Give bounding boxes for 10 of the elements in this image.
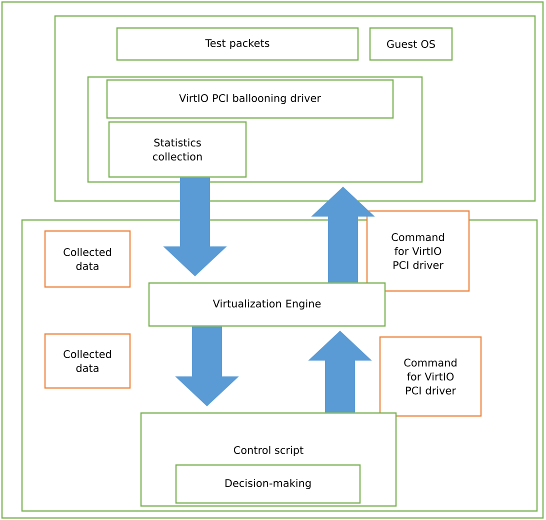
- note-box: Command for VirtIO PCI driver: [379, 336, 482, 417]
- process-box: Decision-making: [175, 464, 361, 504]
- process-box: Virtualization Engine: [148, 282, 386, 327]
- note-box: Collected data: [44, 333, 131, 389]
- note-box: Collected data: [44, 230, 131, 288]
- note-box: Command for VirtIO PCI driver: [366, 210, 470, 292]
- process-box: Statistics collection: [108, 121, 247, 178]
- process-box: Test packets: [116, 27, 359, 61]
- label-box: Guest OS: [369, 27, 453, 61]
- process-box: VirtIO PCI ballooning driver: [106, 79, 394, 119]
